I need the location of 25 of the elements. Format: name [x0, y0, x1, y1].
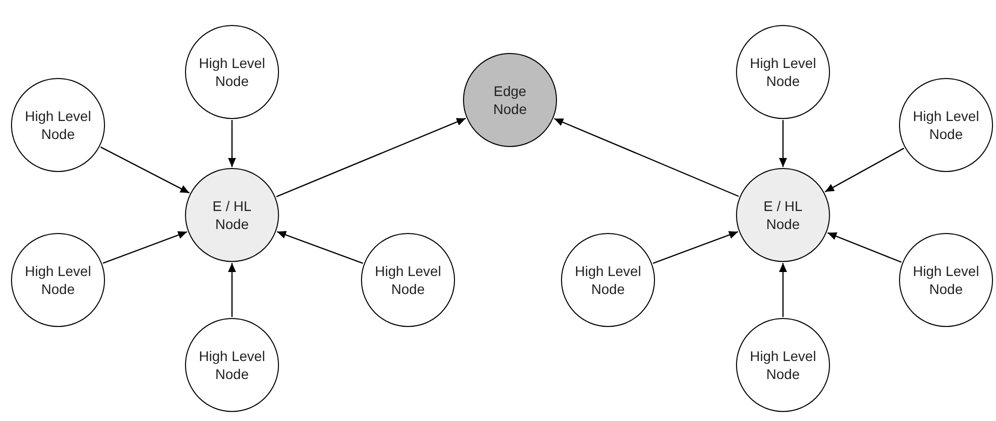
node-label: High Level Node	[912, 107, 980, 143]
arrow	[652, 231, 738, 264]
arrow	[228, 120, 236, 167]
node-label: High Level Node	[24, 262, 92, 298]
node-label: High Level Node	[574, 262, 642, 298]
arrow	[228, 263, 236, 317]
node-label: Edge Node	[492, 82, 528, 118]
arrow	[827, 232, 902, 263]
node-label: E / HL Node	[762, 197, 804, 233]
arrow	[779, 263, 787, 317]
node-label: High Level Node	[198, 347, 266, 383]
node-label: E / HL Node	[212, 197, 252, 233]
node-label: High Level Node	[912, 262, 980, 298]
arrow	[824, 148, 904, 192]
node-label: High Level Node	[749, 347, 817, 383]
node-label: High Level Node	[24, 107, 92, 143]
arrow	[779, 120, 787, 167]
arrow	[276, 118, 466, 198]
arrow	[276, 231, 364, 264]
node-label: High Level Node	[198, 54, 266, 90]
node-label: High Level Node	[749, 54, 817, 90]
arrow	[102, 231, 188, 264]
arrow	[554, 118, 739, 197]
node-label: High Level Node	[374, 262, 442, 298]
arrow	[100, 146, 190, 194]
